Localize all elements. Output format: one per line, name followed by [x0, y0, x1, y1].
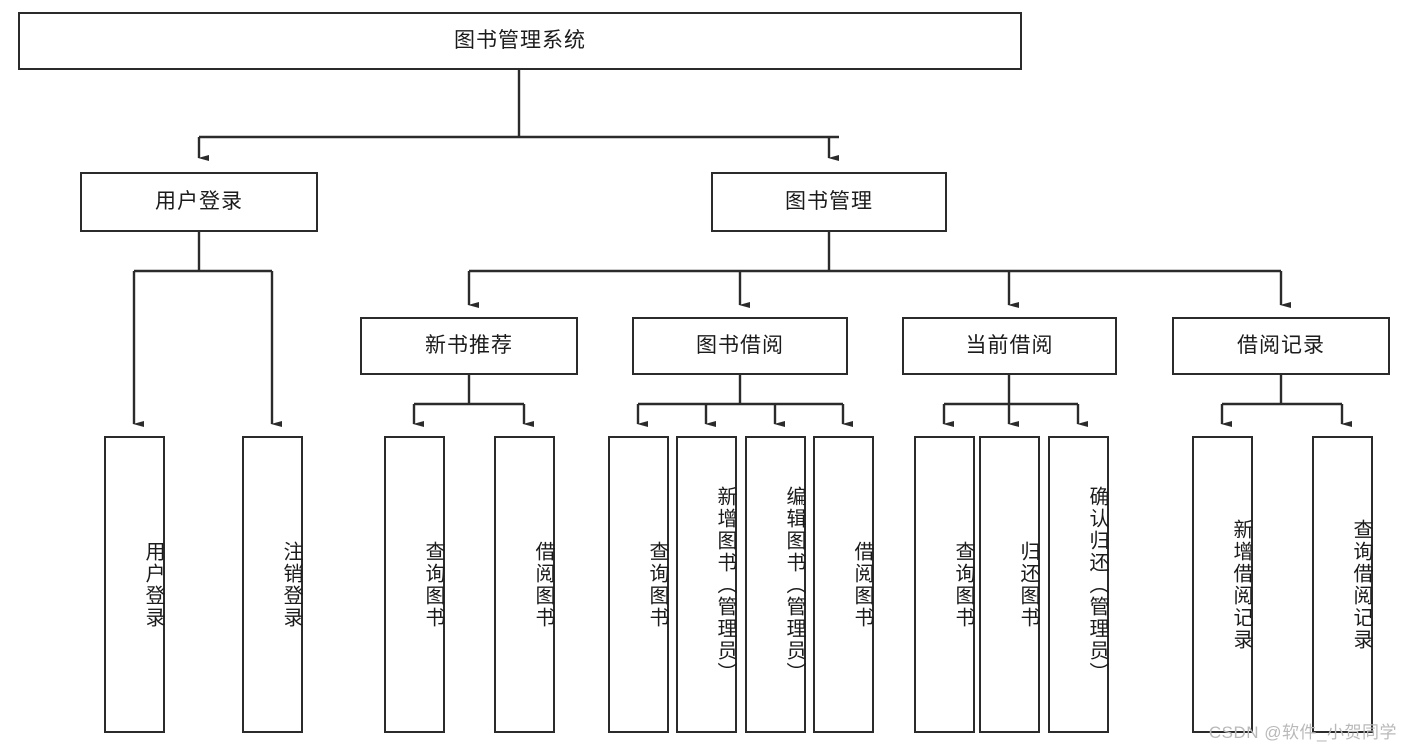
- node-label: 新书推荐: [425, 334, 513, 358]
- node-label: 图书管理系统: [454, 29, 586, 53]
- node-label: 查询图书: [646, 540, 668, 629]
- leaf-borrow-borrow-book[interactable]: 借阅图书: [813, 436, 874, 733]
- node-borrow-record[interactable]: 借阅记录: [1172, 317, 1390, 375]
- node-current-borrow[interactable]: 当前借阅: [902, 317, 1117, 375]
- node-label: 新增借阅记录: [1230, 518, 1252, 651]
- node-new-book-recommend[interactable]: 新书推荐: [360, 317, 578, 375]
- leaf-current-return-book[interactable]: 归还图书: [979, 436, 1040, 733]
- node-label: 编辑图书（管理员）: [783, 485, 805, 684]
- leaf-borrow-edit-book-admin[interactable]: 编辑图书（管理员）: [745, 436, 806, 733]
- leaf-borrow-add-book-admin[interactable]: 新增图书（管理员）: [676, 436, 737, 733]
- node-root-book-management-system[interactable]: 图书管理系统: [18, 12, 1022, 70]
- leaf-current-confirm-return-admin[interactable]: 确认归还（管理员）: [1048, 436, 1109, 733]
- leaf-borrow-query-book[interactable]: 查询图书: [608, 436, 669, 733]
- node-label: 借阅记录: [1237, 334, 1325, 358]
- node-label: 确认归还（管理员）: [1086, 485, 1108, 684]
- node-label: 借阅图书: [851, 540, 873, 629]
- leaf-current-query-book[interactable]: 查询图书: [914, 436, 975, 733]
- node-user-login[interactable]: 用户登录: [80, 172, 318, 232]
- node-label: 图书借阅: [696, 334, 784, 358]
- leaf-record-add-borrow-record[interactable]: 新增借阅记录: [1192, 436, 1253, 733]
- node-label: 用户登录: [155, 190, 243, 214]
- node-label: 注销登录: [280, 540, 302, 629]
- leaf-logout-login[interactable]: 注销登录: [242, 436, 303, 733]
- node-label: 当前借阅: [965, 334, 1054, 358]
- node-label: 查询图书: [952, 540, 974, 629]
- leaf-user-login[interactable]: 用户登录: [104, 436, 165, 733]
- node-label: 新增图书（管理员）: [714, 485, 736, 684]
- node-book-borrow[interactable]: 图书借阅: [632, 317, 848, 375]
- leaf-recommend-query-book[interactable]: 查询图书: [384, 436, 445, 733]
- node-book-management[interactable]: 图书管理: [711, 172, 947, 232]
- node-label: 借阅图书: [532, 540, 554, 629]
- csdn-watermark: CSDN @软件_小贺同学: [1208, 723, 1397, 742]
- leaf-recommend-borrow-book[interactable]: 借阅图书: [494, 436, 555, 733]
- node-label: 图书管理: [785, 190, 873, 214]
- node-label: 查询图书: [422, 540, 444, 629]
- leaf-record-query-borrow-record[interactable]: 查询借阅记录: [1312, 436, 1373, 733]
- node-label: 查询借阅记录: [1350, 518, 1372, 651]
- node-label: 归还图书: [1017, 540, 1039, 629]
- node-label: 用户登录: [142, 540, 164, 629]
